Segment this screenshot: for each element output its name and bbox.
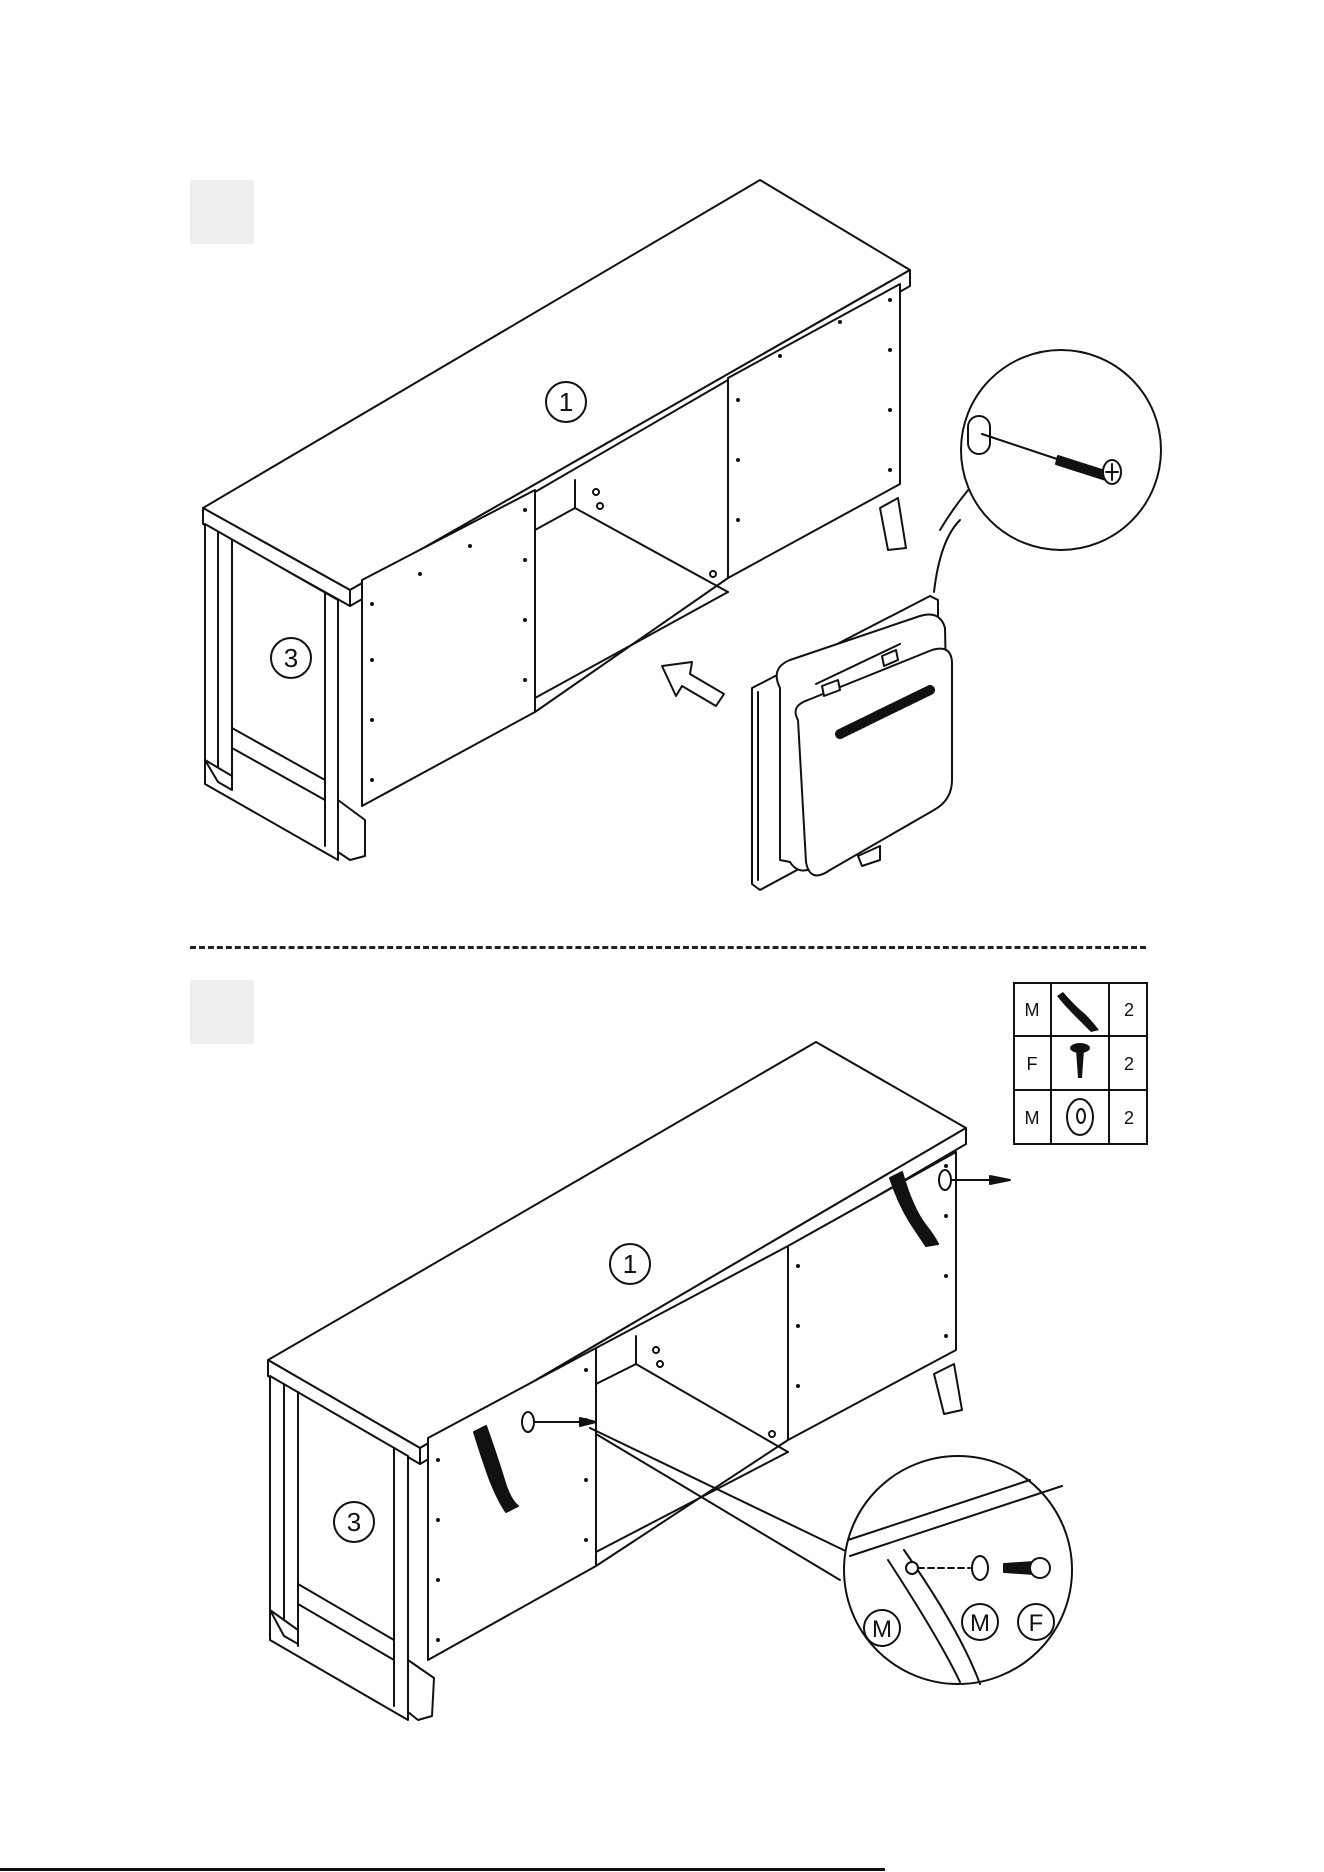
washer-detail-icon (972, 1556, 988, 1580)
step-2-top-label: 1 (623, 1249, 637, 1279)
detail-callout-step-1 (934, 350, 1161, 592)
insert-arrow-icon (662, 662, 724, 706)
step-1-top-label: 1 (559, 387, 573, 417)
footer-rule (0, 1868, 885, 1871)
step-1-illustration: 1 3 (0, 0, 1324, 940)
step-2-side-label: 3 (347, 1507, 361, 1537)
callout-label-washer: M (970, 1610, 990, 1637)
fireplace-insert (752, 596, 952, 890)
washer-left-icon (522, 1412, 534, 1432)
parts-table: M 2 F 2 M 2 (1013, 982, 1149, 1146)
part-qty-2: 2 (1124, 1054, 1134, 1074)
screw-right-icon (990, 1176, 1010, 1184)
detail-callout-step-2: M M F (844, 1456, 1072, 1684)
part-code-1: M (1025, 1000, 1040, 1020)
part-qty-1: 2 (1124, 1000, 1134, 1020)
part-code-3: M (1025, 1108, 1040, 1128)
callout-label-strap: M (872, 1616, 892, 1643)
step-1-side-label: 3 (284, 643, 298, 673)
part-qty-3: 2 (1124, 1108, 1134, 1128)
washer-right-icon (939, 1170, 951, 1190)
part-code-2: F (1027, 1054, 1038, 1074)
callout-label-screw: F (1029, 1610, 1044, 1637)
